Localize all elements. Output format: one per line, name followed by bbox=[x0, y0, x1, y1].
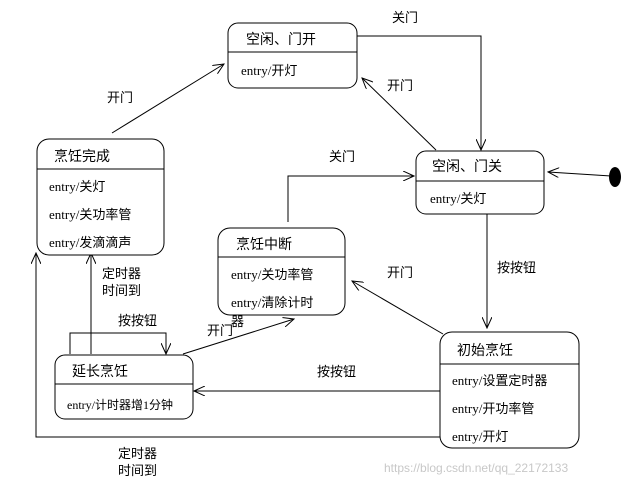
edge-open-door-extended bbox=[182, 319, 294, 355]
edge-open-door-initial bbox=[352, 281, 444, 335]
label-timer-initial-1: 定时器 bbox=[118, 446, 157, 461]
state-action: entry/开灯 bbox=[452, 429, 508, 444]
edge-timer-initial bbox=[36, 253, 440, 438]
edge-open-door-left bbox=[111, 64, 224, 134]
state-action-overflow: 器 bbox=[231, 314, 244, 329]
label-close-door-mid: 关门 bbox=[329, 149, 355, 164]
label-open-door-right: 开门 bbox=[387, 78, 413, 93]
label-open-door-initial: 开门 bbox=[387, 265, 413, 280]
label-timer-extended-1: 定时器 bbox=[102, 266, 141, 281]
state-cooking-interrupted: 烹饪中断 entry/关功率管 entry/清除计时 器 bbox=[217, 227, 346, 329]
state-action: entry/清除计时 bbox=[231, 295, 313, 310]
state-idle-door-closed: 空闲、门关 entry/关灯 bbox=[415, 150, 545, 215]
label-open-door-extended: 开门 bbox=[207, 323, 233, 338]
state-initial-cooking: 初始烹饪 entry/设置定时器 entry/开功率管 entry/开灯 bbox=[439, 331, 580, 449]
label-button-self-loop: 按按钮 bbox=[118, 313, 157, 328]
state-title: 空闲、门开 bbox=[246, 32, 316, 48]
state-idle-door-open: 空闲、门开 entry/开灯 bbox=[227, 22, 358, 89]
label-timer-extended-2: 时间到 bbox=[102, 283, 141, 298]
state-title: 初始烹饪 bbox=[457, 342, 513, 359]
state-action: entry/关灯 bbox=[49, 179, 105, 194]
label-timer-initial-2: 时间到 bbox=[118, 463, 157, 478]
state-action: entry/关灯 bbox=[430, 191, 486, 206]
state-extended-cooking: 延长烹饪 entry/计时器增1分钟 bbox=[54, 354, 194, 420]
state-title: 延长烹饪 bbox=[72, 363, 128, 380]
edge-open-door-right bbox=[362, 78, 437, 151]
edge-close-door-mid bbox=[287, 176, 414, 222]
label-button-down: 按按钮 bbox=[497, 260, 536, 275]
edge-close-door-top bbox=[357, 35, 481, 150]
label-open-door-left: 开门 bbox=[107, 90, 133, 105]
state-action: entry/开灯 bbox=[241, 63, 297, 78]
state-action: entry/关功率管 bbox=[49, 207, 131, 222]
state-action: entry/开功率管 bbox=[452, 401, 534, 416]
state-title: 烹饪中断 bbox=[236, 236, 292, 253]
initial-pseudostate-dot bbox=[609, 167, 621, 187]
watermark: https://blog.csdn.net/qq_22172133 bbox=[384, 461, 568, 475]
state-action: entry/计时器增1分钟 bbox=[67, 397, 173, 412]
state-action: entry/发滴滴声 bbox=[49, 235, 131, 250]
state-cooking-done: 烹饪完成 entry/关灯 entry/关功率管 entry/发滴滴声 bbox=[36, 138, 165, 256]
state-title: 烹饪完成 bbox=[54, 148, 110, 165]
edge-button-self-loop bbox=[69, 332, 166, 354]
state-action: entry/设置定时器 bbox=[452, 373, 547, 388]
edge-initial-pseudo bbox=[548, 172, 612, 176]
label-button-to-extended: 按按钮 bbox=[317, 364, 356, 379]
label-close-door-top: 关门 bbox=[392, 10, 418, 25]
state-title: 空闲、门关 bbox=[432, 159, 502, 175]
state-action: entry/关功率管 bbox=[231, 267, 313, 282]
